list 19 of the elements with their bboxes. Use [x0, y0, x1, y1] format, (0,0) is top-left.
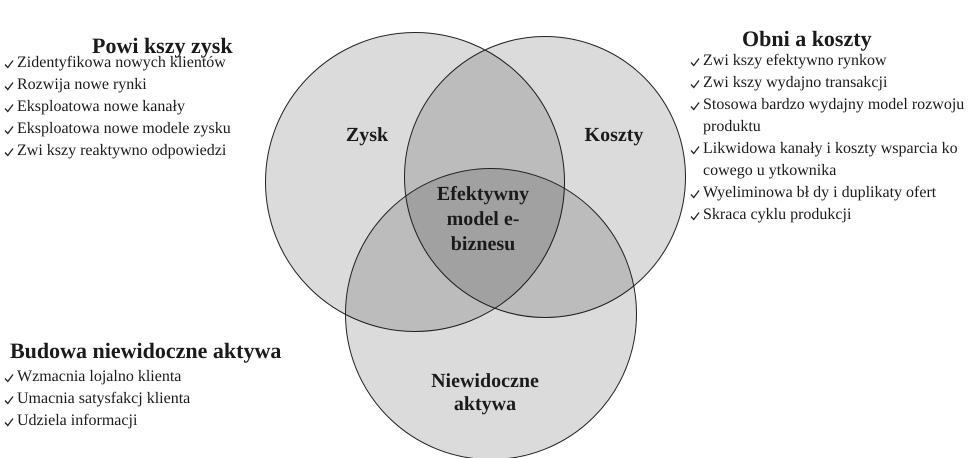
section-heading: Obni a koszty — [742, 26, 872, 52]
circle-label: Koszty — [584, 124, 644, 147]
list-item: Zwi kszy efektywno rynkow — [703, 51, 887, 71]
list-item: Umacnia satysfakcj klienta — [17, 389, 190, 409]
list-item: Rozwija nowe rynki — [17, 75, 147, 95]
list-item: Eksploatowa nowe modele zysku — [17, 119, 231, 139]
list-item: Likwidowa kanały i koszty wsparcia ko cowego u ytkownika — [703, 139, 959, 181]
center-label: Efektywny model e-biznesu — [436, 182, 530, 257]
circle-label: Niewidoczne aktywa — [430, 370, 540, 416]
list-item: Wzmacnia lojalno klienta — [17, 367, 182, 387]
list-item: Zwi kszy reaktywno odpowiedzi — [17, 141, 226, 161]
list-item: Eksploatowa nowe kanały — [17, 97, 185, 117]
list-item: Wyeliminowa bł dy i duplikaty ofert — [703, 183, 936, 203]
circle-label: Zysk — [344, 124, 390, 147]
list-item: Udziela informacji — [17, 411, 138, 431]
list-item: Zwi kszy wydajno transakcji — [703, 73, 888, 93]
section-heading: Budowa niewidoczne aktywa — [10, 338, 282, 364]
list-item: Skraca cyklu produkcji — [703, 205, 852, 225]
list-item: Stosowa bardzo wydajny model rozwoju produktu — [703, 95, 966, 137]
